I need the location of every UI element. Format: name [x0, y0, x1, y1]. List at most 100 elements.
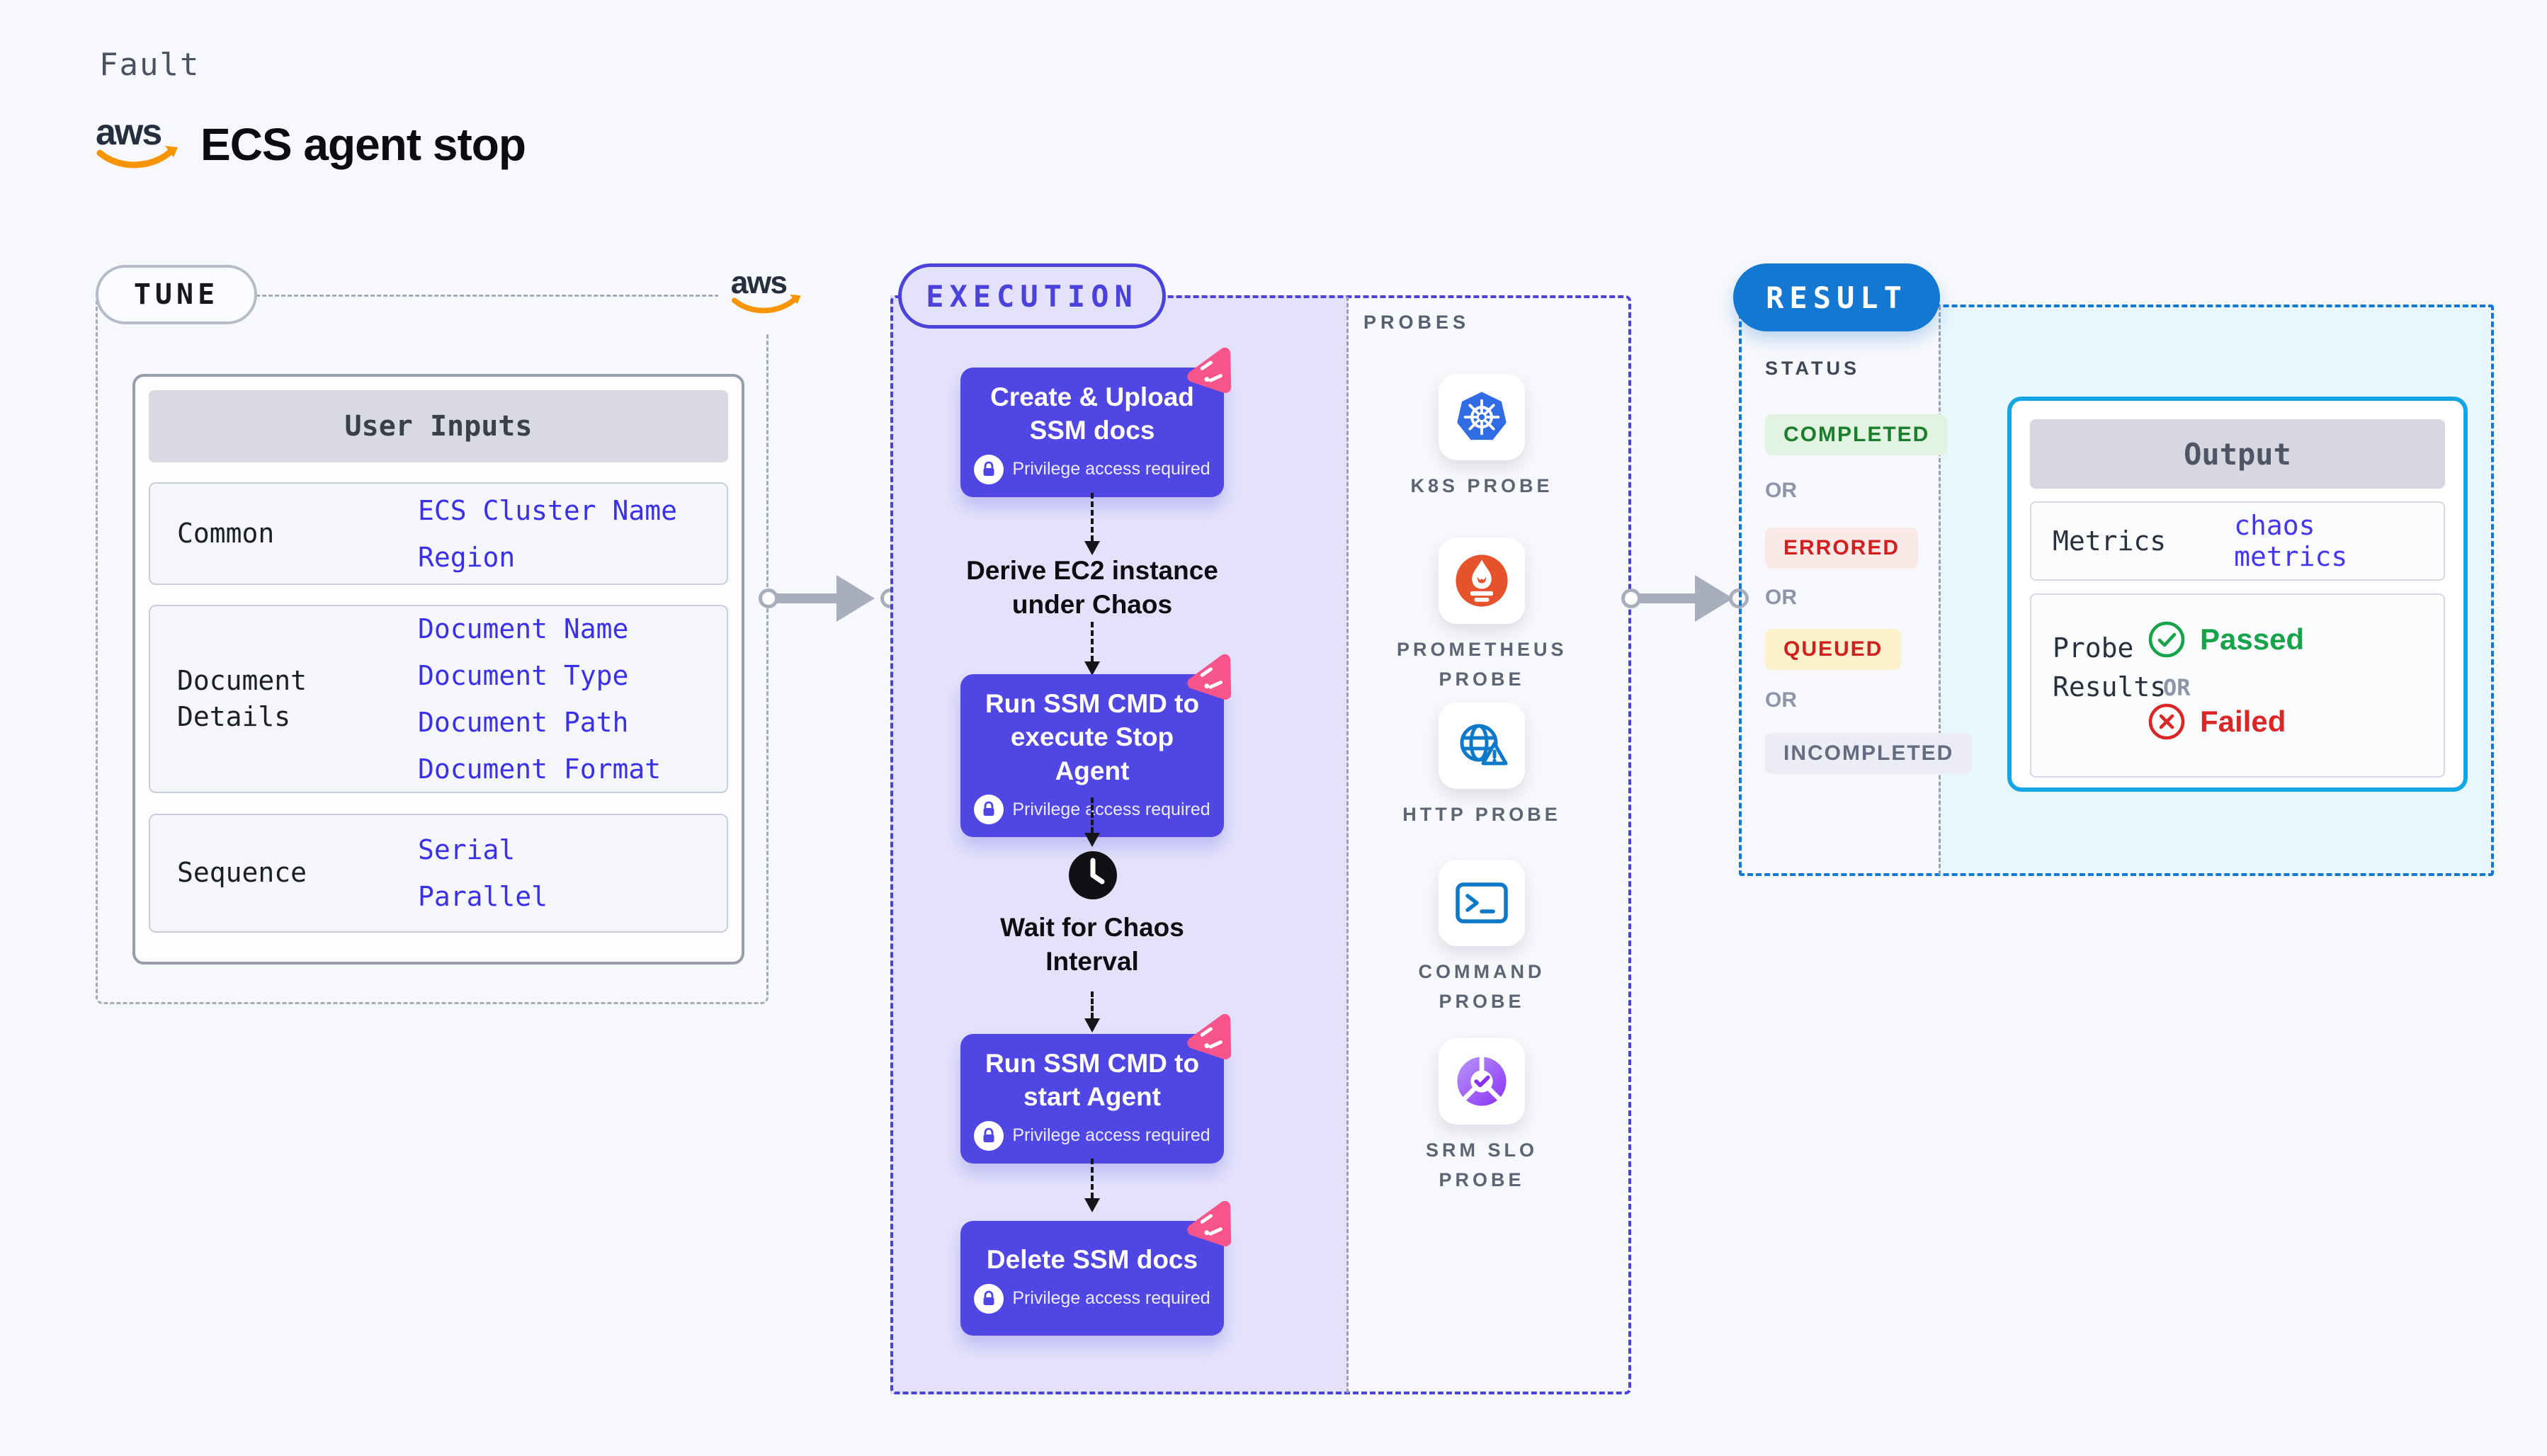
step-label: Create & Upload SSM docs — [990, 382, 1194, 445]
aws-icon: aws — [731, 266, 801, 314]
step-run-ssm-start-agent: Run SSM CMD to start Agent Privilege acc… — [960, 1013, 1232, 1164]
status-title: STATUS — [1765, 358, 1860, 379]
user-inputs-row-document-details: Document Details Document Name Document … — [149, 605, 728, 793]
chaos-fault-icon — [1187, 1200, 1232, 1246]
step-wait-chaos-interval: Wait for Chaos Interval — [1000, 913, 1184, 977]
output-metrics-row: Metrics chaos metrics — [2030, 501, 2445, 581]
execution-to-result-arrow — [1640, 593, 1695, 603]
connector-dot — [759, 588, 778, 608]
result-divider — [1939, 306, 1941, 875]
passed-row: Passed — [2148, 620, 2304, 659]
metrics-label: Metrics — [2053, 525, 2167, 557]
user-inputs-row-sequence: Sequence Serial Parallel — [149, 814, 728, 933]
result-pill: RESULT — [1733, 263, 1940, 331]
chaos-fault-icon — [1187, 1013, 1232, 1059]
or-separator: OR — [1765, 479, 1797, 502]
execution-pill-label: EXECUTION — [926, 278, 1138, 314]
probe-command: COMMAND PROBE — [1390, 860, 1574, 1017]
slo-pie-check-icon — [1457, 1054, 1507, 1106]
link-ecs-cluster-name[interactable]: ECS Cluster Name — [418, 494, 678, 526]
step-derive-ec2: Derive EC2 instance under Chaos — [966, 556, 1218, 620]
link-document-path[interactable]: Document Path — [418, 707, 629, 738]
step-label: Delete SSM docs — [986, 1245, 1198, 1275]
flow-arrow-down — [1084, 622, 1100, 676]
lock-icon — [974, 454, 1004, 484]
probe-label: SRM SLO PROBE — [1425, 1139, 1538, 1190]
link-parallel[interactable]: Parallel — [418, 881, 548, 912]
link-document-type[interactable]: Document Type — [418, 660, 629, 691]
privilege-note-text: Privilege access required — [1012, 459, 1210, 479]
chaos-metrics-link[interactable]: chaos metrics — [2234, 510, 2348, 572]
tune-pill-label: TUNE — [133, 278, 220, 311]
failed-label: Failed — [2200, 705, 2286, 738]
privilege-note-text: Privilege access required — [1012, 799, 1210, 819]
status-badge-incompleted: INCOMPLETED — [1765, 733, 1973, 774]
result-pill-label: RESULT — [1766, 280, 1907, 315]
passed-label: Passed — [2200, 622, 2305, 656]
check-circle-icon — [2148, 621, 2185, 658]
fault-kicker: Fault — [99, 47, 200, 83]
flow-arrow-down — [1084, 1159, 1100, 1212]
output-card: Output Metrics chaos metrics Probe Resul… — [2007, 397, 2468, 792]
http-globe-warning-icon — [1460, 724, 1508, 766]
row-label: Common — [177, 517, 275, 549]
step-delete-ssm-docs: Delete SSM docs Privilege access require… — [960, 1200, 1232, 1336]
execution-probes-divider — [1346, 297, 1349, 1393]
lock-icon — [974, 1120, 1004, 1151]
probe-label: K8S PROBE — [1410, 475, 1553, 496]
terminal-icon — [1456, 882, 1508, 923]
step-create-upload-ssm-docs: Create & Upload SSM docs Privilege acces… — [960, 347, 1232, 497]
step-label: Run SSM CMD to start Agent — [985, 1049, 1200, 1112]
execution-section-box — [890, 295, 1631, 1394]
execution-pill: EXECUTION — [898, 263, 1166, 329]
row-label: Sequence — [177, 857, 307, 889]
kubernetes-icon — [1457, 392, 1507, 440]
clock-icon — [1069, 851, 1117, 899]
link-region[interactable]: Region — [418, 541, 516, 573]
link-serial[interactable]: Serial — [418, 834, 516, 865]
output-probe-results-row: Probe Results Passed OR Failed — [2030, 593, 2445, 778]
probe-card — [1439, 1038, 1525, 1125]
arrow-head — [836, 575, 875, 622]
probe-prometheus: PROMETHEUS PROBE — [1390, 538, 1574, 695]
tune-pill: TUNE — [96, 265, 257, 324]
tune-to-execution-arrow — [777, 593, 836, 603]
result-section-box — [1739, 305, 2494, 876]
lock-icon — [974, 1283, 1004, 1314]
output-header: Output — [2030, 419, 2445, 489]
lock-icon — [974, 795, 1004, 825]
privilege-note: Privilege access required — [974, 1120, 1210, 1151]
status-badge-queued: QUEUED — [1765, 629, 1902, 670]
probe-label: HTTP PROBE — [1402, 804, 1561, 825]
probe-http: HTTP PROBE — [1390, 703, 1574, 830]
link-document-name[interactable]: Document Name — [418, 613, 629, 644]
privilege-note: Privilege access required — [974, 1283, 1210, 1314]
probes-title: PROBES — [1363, 312, 1470, 333]
aws-logo: aws — [96, 112, 178, 169]
probe-k8s: K8S PROBE — [1390, 374, 1574, 501]
probe-srm-slo: SRM SLO PROBE — [1390, 1038, 1574, 1195]
flow-arrow-down — [1084, 991, 1100, 1033]
failed-row: Failed — [2148, 703, 2286, 741]
privilege-note-text: Privilege access required — [1012, 1125, 1210, 1146]
step-label: Run SSM CMD to execute Stop Agent — [985, 689, 1200, 785]
fault-title-group: aws ECS agent stop — [94, 112, 526, 177]
user-inputs-header: User Inputs — [149, 390, 728, 462]
probe-results-label: Probe Results — [2053, 632, 2167, 703]
page-title: ECS agent stop — [200, 119, 526, 170]
privilege-note: Privilege access required — [974, 454, 1210, 484]
status-badge-completed: COMPLETED — [1765, 414, 1948, 455]
chaos-fault-icon — [1187, 347, 1232, 393]
privilege-note-text: Privilege access required — [1012, 1288, 1210, 1309]
svg-text:aws: aws — [96, 112, 161, 153]
tune-aws-logo-wrap: aws — [718, 254, 815, 333]
probe-card — [1439, 538, 1525, 624]
probe-label: COMMAND PROBE — [1418, 961, 1545, 1012]
arrow-head — [1695, 575, 1733, 622]
connector-dot — [1621, 588, 1641, 608]
prometheus-icon — [1456, 554, 1508, 607]
flow-arrow-down — [1084, 797, 1100, 847]
svg-text:aws: aws — [731, 266, 787, 300]
link-document-format[interactable]: Document Format — [418, 753, 662, 785]
